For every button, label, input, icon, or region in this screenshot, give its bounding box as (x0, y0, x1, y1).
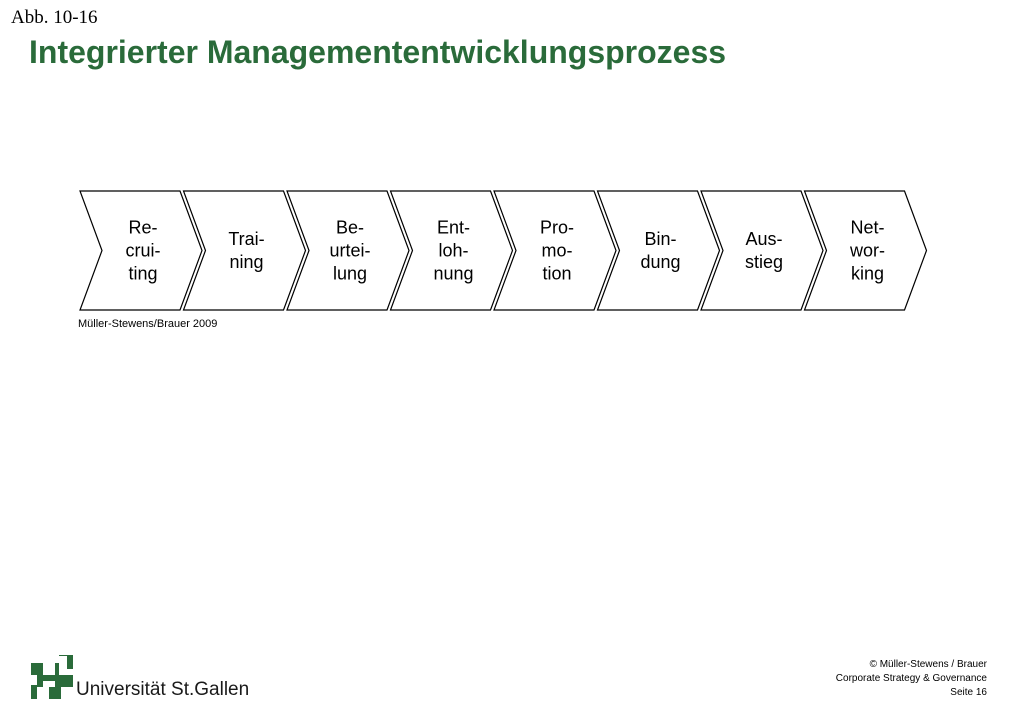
process-step-label: mo- (542, 241, 573, 261)
process-step-chevron (79, 190, 203, 311)
footer-page-number: Seite 16 (950, 687, 987, 698)
process-step: Re-crui-ting (79, 190, 203, 311)
process-step: Trai-ning (182, 190, 307, 311)
footer-course: Corporate Strategy & Governance (835, 673, 987, 684)
footer: © Müller-Stewens / Brauer Corporate Stra… (836, 658, 987, 700)
process-step-chevron (286, 190, 410, 311)
process-step-chevron (700, 190, 824, 311)
process-step-label: Re- (128, 218, 157, 238)
process-step-label: Bin- (644, 229, 676, 249)
process-step-label: lung (333, 264, 367, 284)
process-step-label: nung (433, 264, 473, 284)
university-logo: Universität St.Gallen (29, 655, 249, 703)
process-step-chevron (493, 190, 617, 311)
process-step-label: ting (128, 264, 157, 284)
process-step-label: Ent- (437, 218, 470, 238)
process-step-label: wor- (849, 241, 885, 261)
source-citation: Müller-Stewens/Brauer 2009 (78, 318, 218, 330)
page-title: Integrierter Managemententwicklungsproze… (29, 34, 727, 70)
process-step-label: tion (542, 264, 571, 284)
process-step-label: Be- (336, 218, 364, 238)
process-step: Net-wor-king (803, 190, 928, 311)
process-step-label: Pro- (540, 218, 574, 238)
process-step-label: Net- (850, 218, 884, 238)
process-step-chevron (389, 190, 514, 311)
footer-copyright: © Müller-Stewens / Brauer (869, 659, 987, 670)
process-step-chevron (596, 190, 721, 311)
process-step: Pro-mo-tion (493, 190, 617, 311)
process-step: Be-urtei-lung (286, 190, 410, 311)
process-step-label: urtei- (329, 241, 370, 261)
process-step-label: ning (229, 252, 263, 272)
process-step-label: loh- (438, 241, 468, 261)
logo-wordmark: Universität St.Gallen (76, 679, 250, 700)
figure-label: Abb. 10-16 (11, 7, 98, 28)
process-step-label: king (851, 264, 884, 284)
hsg-logo-icon (31, 655, 73, 699)
process-step-label: Aus- (745, 229, 782, 249)
process-step: Bin-dung (596, 190, 721, 311)
process-step: Aus-stieg (700, 190, 824, 311)
process-step: Ent-loh-nung (389, 190, 514, 311)
process-step-label: Trai- (228, 229, 264, 249)
process-step-chevron (182, 190, 307, 311)
process-step-label: dung (640, 252, 680, 272)
process-step-label: stieg (745, 252, 783, 272)
process-step-label: crui- (126, 241, 161, 261)
process-step-chevron (803, 190, 928, 311)
